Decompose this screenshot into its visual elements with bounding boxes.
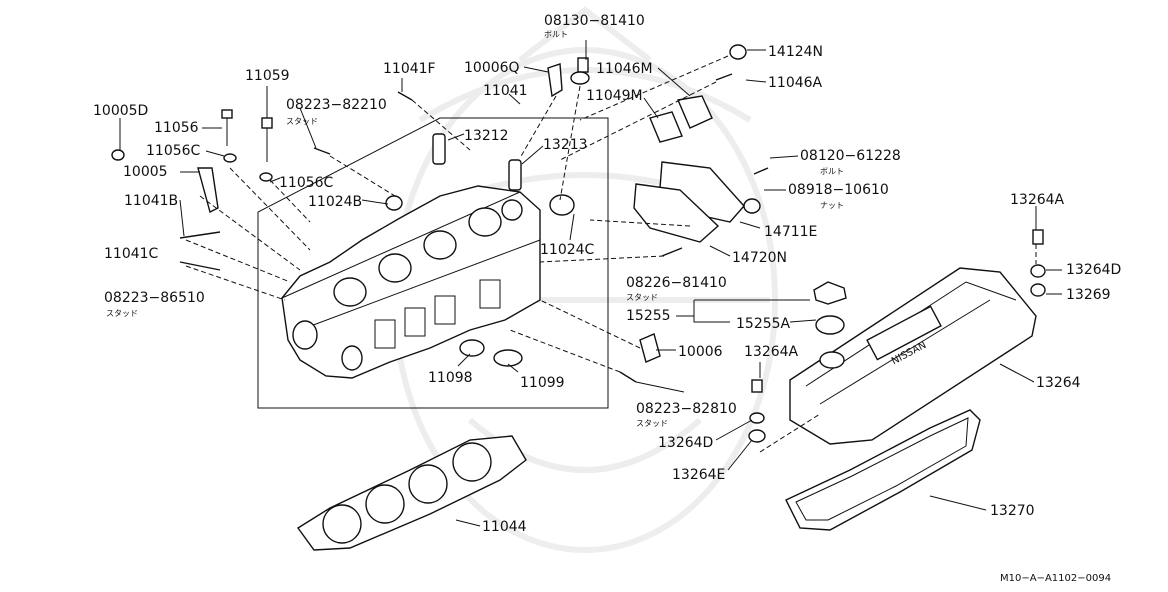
label-08120-61228: 08120−61228 xyxy=(800,148,901,164)
label-08130-81410: 08130−81410 xyxy=(544,13,645,29)
label-13269: 13269 xyxy=(1066,287,1111,303)
label-10006Q: 10006Q xyxy=(464,60,520,76)
label-08226-81410-sub: スタッド xyxy=(626,293,658,302)
label-13264D-mid: 13264D xyxy=(658,435,713,451)
label-11041C: 11041C xyxy=(104,246,159,262)
label-11024C: 11024C xyxy=(540,242,595,258)
label-13212: 13212 xyxy=(464,128,509,144)
label-11098: 11098 xyxy=(428,370,473,386)
label-11049M: 11049M xyxy=(586,88,643,104)
label-14124N: 14124N xyxy=(768,44,823,60)
label-13264E: 13264E xyxy=(672,467,725,483)
label-08226-81410: 08226−81410 xyxy=(626,275,727,291)
label-08223-86510-sub: スタッド xyxy=(106,309,138,318)
label-14711E: 14711E xyxy=(764,224,817,240)
label-11041: 11041 xyxy=(483,83,528,99)
diagram-code: M10−A−A1102−0094 xyxy=(1000,573,1111,584)
label-08223-82210: 08223−82210 xyxy=(286,97,387,113)
label-08918-10610: 08918−10610 xyxy=(788,182,889,198)
leader-lines xyxy=(119,40,1062,527)
cylinder-head[interactable] xyxy=(257,117,609,409)
label-11024B: 11024B xyxy=(308,194,362,210)
front-cover-parts[interactable] xyxy=(459,44,769,383)
label-13264A-top: 13264A xyxy=(1010,192,1065,208)
label-10005D: 10005D xyxy=(93,103,148,119)
label-08223-86510: 08223−86510 xyxy=(104,290,205,306)
part-labels: 08130−81410 ボルト 14124N 10006Q 11046M 110… xyxy=(93,13,1121,584)
label-11044: 11044 xyxy=(482,519,527,535)
label-11099: 11099 xyxy=(520,375,565,391)
label-11056C-right: 11056C xyxy=(279,175,334,191)
label-11046A: 11046A xyxy=(768,75,823,91)
label-08918-10610-sub: ナット xyxy=(820,201,844,210)
label-14720N: 14720N xyxy=(732,250,787,266)
label-08130-81410-sub: ボルト xyxy=(544,30,568,39)
label-08120-61228-sub: ボルト xyxy=(820,167,844,176)
label-11041F: 11041F xyxy=(383,61,436,77)
head-gasket[interactable] xyxy=(296,435,527,551)
assembly-lines xyxy=(185,55,1037,453)
label-11059: 11059 xyxy=(245,68,290,84)
label-10005: 10005 xyxy=(123,164,168,180)
head-bolts[interactable] xyxy=(111,91,413,271)
label-08223-82810: 08223−82810 xyxy=(636,401,737,417)
label-15255A: 15255A xyxy=(736,316,791,332)
cover-gasket[interactable] xyxy=(785,409,981,531)
label-13264A-mid: 13264A xyxy=(744,344,799,360)
label-11046M: 11046M xyxy=(596,61,653,77)
label-13270: 13270 xyxy=(990,503,1035,519)
label-11056: 11056 xyxy=(154,120,199,136)
label-13213: 13213 xyxy=(543,137,588,153)
label-10006: 10006 xyxy=(678,344,723,360)
rocker-cover[interactable]: NISSAN xyxy=(748,229,1046,445)
label-13264: 13264 xyxy=(1036,375,1081,391)
label-08223-82210-sub: スタッド xyxy=(286,117,318,126)
label-11041B: 11041B xyxy=(124,193,178,209)
label-08223-82810-sub: スタッド xyxy=(636,419,668,428)
label-11056C-left: 11056C xyxy=(146,143,201,159)
label-15255: 15255 xyxy=(626,308,671,324)
label-13264D-top: 13264D xyxy=(1066,262,1121,278)
